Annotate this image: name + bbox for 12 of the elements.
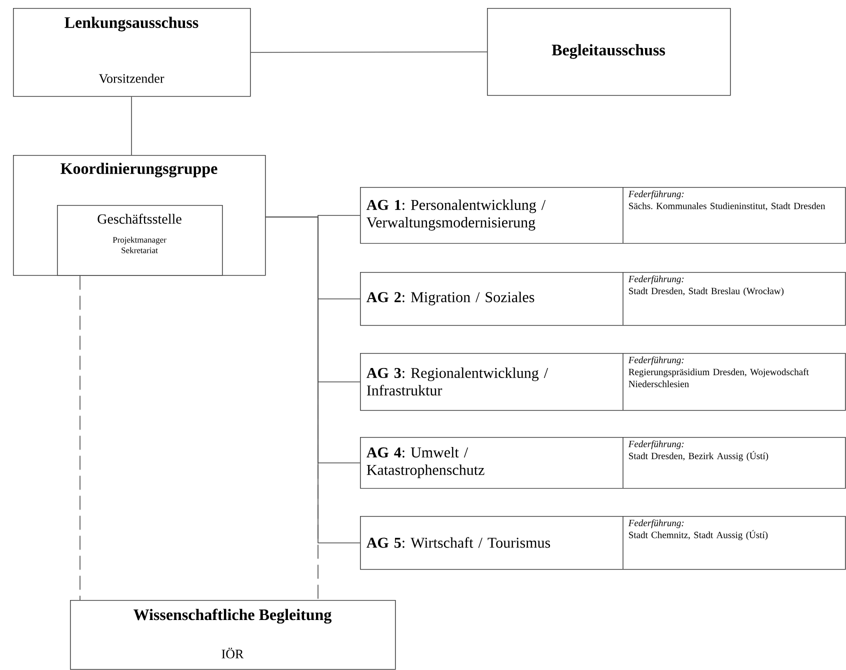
- committee-box: Lenkungsausschuss Vorsitzender: [13, 8, 251, 97]
- working-group-box: AG 5: Wirtschaft / Tourismus Federführung: Stadt Chemnitz, Stadt Aussig (Ústí): [360, 516, 846, 570]
- office-box: Geschäftsstelle Projektmanager Sekretariat: [57, 205, 223, 276]
- committee-box: Begleitausschuss: [487, 8, 731, 96]
- connector-line: [265, 216, 318, 600]
- working-group-box: AG 3: Regionalentwicklung / Infrastruktur Federführung: Regierungspräsidium Dresden, Wojewodschaft Niederschlesien: [360, 352, 846, 411]
- connector-line: [250, 52, 488, 53]
- committee-box: Wissenschaftliche Begleitung IÖR: [70, 600, 396, 670]
- working-group-box: AG 2: Migration / Soziales Federführung: Stadt Dresden, Stadt Breslau (Wrocław): [360, 272, 846, 326]
- working-group-box: AG 4: Umwelt / Katastrophenschutz Federführung: Stadt Dresden, Bezirk Aussig (Ústí): [360, 436, 846, 489]
- connector-line: [131, 96, 132, 156]
- working-group-box: AG 1: Personalentwicklung / Verwaltungsmodernisierung Federführung: Sächs. Kommunales Studieninstitut, Stadt Dresden: [360, 186, 846, 244]
